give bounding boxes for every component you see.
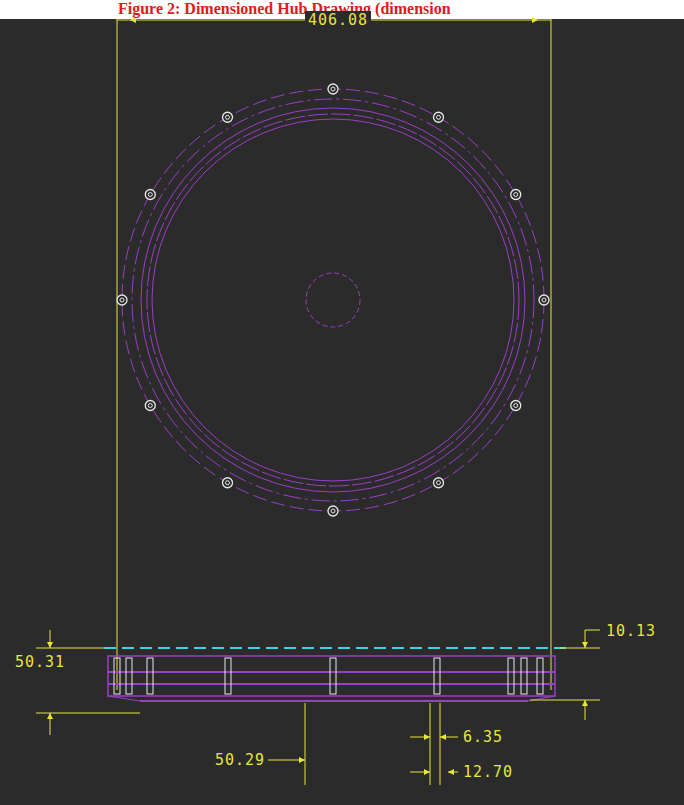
- hub-side-line: [108, 671, 555, 673]
- bolt-hole: [120, 298, 124, 302]
- bolt-hole-side: [508, 658, 514, 694]
- bolt-hole: [511, 190, 521, 200]
- bolt-hole: [117, 295, 127, 305]
- bolt-hole-side: [537, 658, 543, 694]
- bolt-hole: [223, 112, 233, 122]
- dimension-value: 50.31: [12, 653, 68, 671]
- bolt-hole: [434, 478, 444, 488]
- dimension-arrow: [582, 642, 588, 648]
- hub-circle: [152, 119, 514, 481]
- bolt-hole: [328, 506, 338, 516]
- bolt-hole: [514, 193, 518, 197]
- bolt-hole: [145, 190, 155, 200]
- bolt-hole: [542, 298, 546, 302]
- extension-line: [117, 19, 118, 690]
- hub-circle: [147, 114, 519, 486]
- extension-line: [440, 703, 441, 785]
- bolt-hole: [434, 112, 444, 122]
- bolt-hole-side: [147, 658, 153, 694]
- hub-side-body: [108, 656, 555, 696]
- hub-circle: [141, 108, 525, 492]
- bolt-hole-side: [126, 658, 132, 694]
- bolt-hole: [437, 481, 441, 485]
- extension-line: [560, 648, 600, 649]
- bolt-hole: [226, 115, 230, 119]
- bolt-hole: [434, 112, 444, 122]
- bolt-hole: [145, 401, 155, 411]
- center-line: [104, 647, 566, 649]
- dimension-arrow: [47, 713, 53, 719]
- dimension-arrow: [47, 642, 53, 648]
- bolt-hole-side: [330, 658, 336, 694]
- bolt-hole: [514, 404, 518, 408]
- dimension-arrow: [532, 17, 538, 23]
- bolt-hole: [331, 87, 335, 91]
- extension-line: [36, 713, 140, 714]
- bolt-hole: [145, 401, 155, 411]
- bolt-hole: [511, 401, 521, 411]
- bolt-hole: [223, 478, 233, 488]
- dimension-value: 406.08: [305, 11, 371, 29]
- extension-line: [530, 700, 600, 701]
- bolt-hole: [539, 295, 549, 305]
- bolt-hole: [539, 295, 549, 305]
- bolt-hole: [511, 401, 521, 411]
- figure-title: Figure 2: Dimensioned Hub Drawing (dimen…: [118, 0, 451, 18]
- extension-line: [430, 703, 431, 785]
- dimension-value: 6.35: [460, 728, 506, 746]
- bolt-hole: [148, 404, 152, 408]
- extension-line: [36, 648, 104, 649]
- dimension-arrow: [448, 769, 454, 775]
- bolt-hole-side: [114, 658, 120, 694]
- hub-circle: [122, 89, 544, 511]
- bolt-hole: [328, 84, 338, 94]
- bolt-hole: [223, 112, 233, 122]
- dimension-arrow: [582, 700, 588, 706]
- bolt-hole: [223, 478, 233, 488]
- bolt-hole: [434, 478, 444, 488]
- dimension-arrow: [424, 769, 430, 775]
- bolt-hole: [511, 190, 521, 200]
- dimension-arrow: [130, 17, 136, 23]
- bolt-hole-side: [521, 658, 527, 694]
- leader-line: [585, 630, 600, 631]
- extension-line: [305, 703, 306, 785]
- bolt-hole: [331, 509, 335, 513]
- bolt-hole-side: [434, 658, 440, 694]
- hub-side-line: [108, 696, 140, 701]
- hub-circle: [306, 273, 360, 327]
- hub-side-line: [108, 683, 555, 685]
- bolt-hole: [328, 506, 338, 516]
- dimension-value: 12.70: [460, 763, 516, 781]
- extension-line: [551, 19, 552, 690]
- bolt-hole: [437, 115, 441, 119]
- hub-side-line: [140, 700, 528, 702]
- dimension-arrow: [440, 734, 446, 740]
- bolt-hole: [117, 295, 127, 305]
- bolt-hole: [328, 84, 338, 94]
- bolt-hole: [145, 190, 155, 200]
- dimension-value: 10.13: [603, 622, 659, 640]
- dimension-value: 50.29: [212, 751, 268, 769]
- dimension-arrow: [424, 734, 430, 740]
- dimension-arrow: [299, 757, 305, 763]
- bolt-hole: [226, 481, 230, 485]
- bolt-hole: [148, 193, 152, 197]
- bolt-hole-side: [225, 658, 231, 694]
- hub-circle: [132, 99, 534, 501]
